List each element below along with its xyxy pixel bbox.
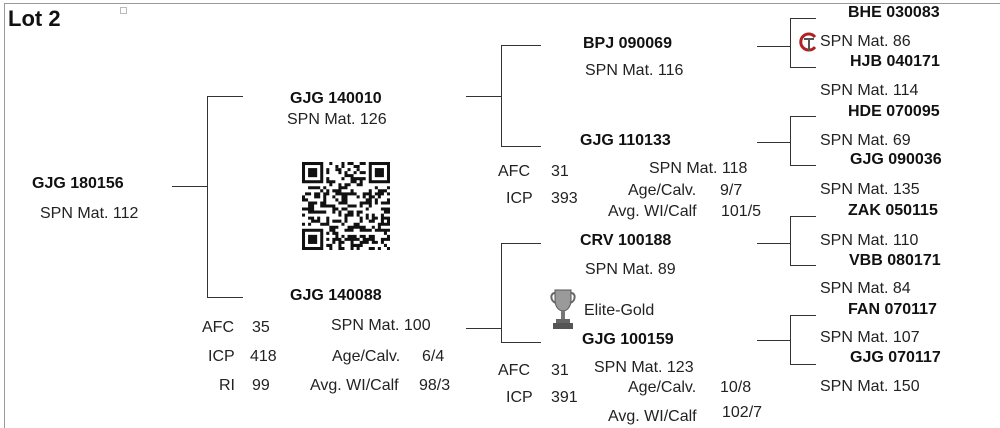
dam-ri-label: RI: [219, 377, 235, 394]
dam-dam-age-calv-value: 10/8: [720, 379, 752, 396]
dam-dam-afc-value: 31: [551, 362, 569, 379]
animal-id: GJG 180156: [32, 175, 124, 192]
sd-sire-id: HDE 070095: [848, 103, 940, 120]
ds-sire-id: ZAK 050115: [848, 202, 938, 219]
connector-line: [790, 18, 816, 19]
dam-ri-value: 99: [252, 377, 270, 394]
dam-icp-value: 418: [250, 348, 277, 365]
sd-dam-id: GJG 090036: [850, 151, 942, 168]
dam-dam-spn: SPN Mat. 123: [594, 359, 694, 376]
checkbox-marker: [120, 7, 127, 14]
sire-sire-id: BPJ 090069: [583, 35, 672, 52]
connector-line: [757, 46, 791, 47]
sire-dam-afc-value: 31: [551, 163, 569, 180]
page-frame: [4, 3, 1000, 428]
connector-line: [790, 116, 791, 166]
connector-line: [172, 186, 208, 187]
ds-dam-spn: SPN Mat. 84: [820, 280, 911, 297]
connector-line: [501, 45, 541, 46]
dam-avg-wi-value: 98/3: [419, 377, 451, 394]
sd-dam-spn: SPN Mat. 135: [820, 181, 920, 198]
dam-avg-wi-label: Avg. WI/Calf: [310, 377, 399, 394]
animal-spn: SPN Mat. 112: [40, 205, 139, 222]
connector-line: [207, 96, 208, 298]
dam-age-calv-label: Age/Calv.: [332, 348, 401, 365]
connector-line: [501, 342, 541, 343]
lot-title: Lot 2: [8, 6, 61, 31]
connector-line: [207, 96, 243, 97]
sire-spn: SPN Mat. 126: [287, 111, 387, 128]
dam-id: GJG 140088: [290, 287, 382, 304]
connector-line: [501, 146, 541, 147]
sire-dam-icp-value: 393: [551, 190, 578, 207]
sire-dam-afc-label: AFC: [498, 163, 530, 180]
connector-line: [757, 340, 791, 341]
sire-dam-avg-wi-value: 101/5: [721, 203, 762, 220]
dam-afc-value: 35: [252, 319, 270, 336]
sire-dam-id: GJG 110133: [580, 132, 671, 149]
dam-dam-icp-value: 391: [551, 389, 578, 406]
dam-dam-age-calv-label: Age/Calv.: [628, 379, 697, 396]
dam-dam-afc-label: AFC: [498, 362, 530, 379]
connector-line: [790, 116, 816, 117]
connector-line: [790, 315, 791, 365]
connector-line: [757, 243, 791, 244]
qr-code-icon: [302, 162, 391, 251]
connector-line: [790, 67, 816, 68]
dam-dam-avg-wi-label: Avg. WI/Calf: [608, 408, 697, 425]
connector-line: [757, 142, 791, 143]
ds-sire-spn: SPN Mat. 110: [820, 232, 919, 249]
sire-dam-age-calv-value: 9/7: [720, 182, 743, 199]
dam-sire-spn: SPN Mat. 89: [585, 261, 676, 278]
connector-line: [790, 265, 816, 266]
dam-dam-icp-label: ICP: [506, 389, 533, 406]
dam-dam-avg-wi-value: 102/7: [722, 404, 763, 421]
ss-dam-id: HJB 040171: [850, 53, 940, 70]
award-label: Elite-Gold: [584, 302, 655, 319]
ss-dam-spn: SPN Mat. 114: [820, 82, 919, 99]
sire-sire-spn: SPN Mat. 116: [585, 62, 684, 79]
connector-line: [207, 297, 243, 298]
ss-sire-id: BHE 030083: [848, 4, 940, 21]
dam-age-calv-value: 6/4: [422, 348, 445, 365]
dam-sire-id: CRV 100188: [580, 232, 672, 249]
sire-dam-avg-wi-label: Avg. WI/Calf: [608, 203, 697, 220]
dd-dam-id: GJG 070117: [850, 349, 941, 366]
sire-id: GJG 140010: [290, 90, 382, 107]
dam-icp-label: ICP: [208, 348, 235, 365]
dd-sire-id: FAN 070117: [848, 301, 937, 318]
sire-dam-spn: SPN Mat. 118: [649, 160, 748, 177]
trophy-icon: [550, 289, 576, 329]
connector-line: [501, 243, 541, 244]
ds-dam-id: VBB 080171: [849, 252, 941, 269]
connector-line: [466, 96, 502, 97]
connector-line: [790, 165, 816, 166]
dam-afc-label: AFC: [202, 319, 234, 336]
connector-line: [790, 18, 791, 68]
connector-line: [790, 216, 791, 266]
ss-sire-spn: SPN Mat. 86: [820, 33, 911, 50]
connector-line: [790, 315, 816, 316]
connector-line: [501, 45, 502, 147]
connector-line: [790, 216, 816, 217]
connector-line: [501, 243, 502, 343]
connector-line: [790, 364, 816, 365]
sire-dam-icp-label: ICP: [506, 190, 533, 207]
connector-line: [466, 328, 502, 329]
dam-dam-id: GJG 100159: [582, 331, 674, 348]
dam-spn: SPN Mat. 100: [331, 317, 431, 334]
sd-sire-spn: SPN Mat. 69: [820, 132, 911, 149]
dd-dam-spn: SPN Mat. 150: [820, 378, 920, 395]
gt-logo-icon: [799, 32, 817, 52]
dd-sire-spn: SPN Mat. 107: [820, 329, 920, 346]
sire-dam-age-calv-label: Age/Calv.: [628, 182, 697, 199]
